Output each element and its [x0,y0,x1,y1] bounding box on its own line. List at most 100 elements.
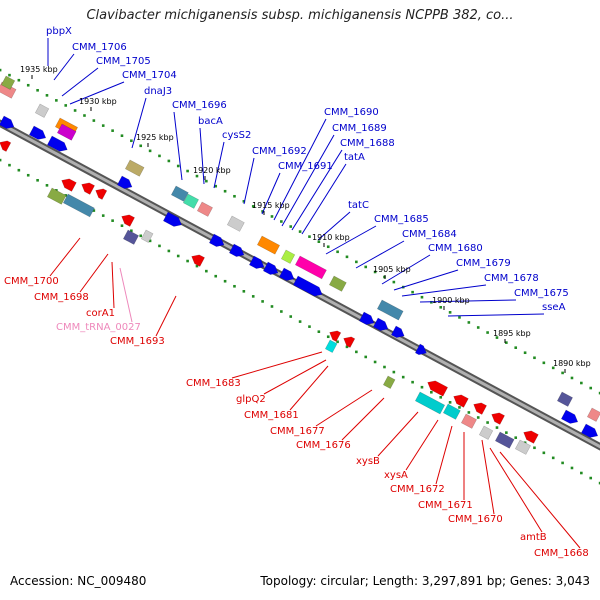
map-title: Clavibacter michiganensis subsp. michiga… [86,8,514,23]
forward-cog-box [0,75,16,90]
feature-box [328,275,347,292]
scale-tick-label: 1920 kbp [193,166,231,175]
forward-leader-line [173,111,183,181]
feature-arrow [523,430,539,444]
forward-cds-arrow [248,255,265,269]
feature-box [62,193,95,218]
scale-tick-label: 1905 kbp [373,265,411,274]
upper-scale-dot [111,129,114,132]
feature-box [460,413,477,429]
forward-cds-arrow [560,409,579,424]
upper-scale-dot [289,225,293,228]
reverse-gene-label: CMM_1681 [244,410,299,421]
forward-cog-box [196,201,213,217]
forward-cds-arrow [278,267,295,281]
reverse-cog-box [140,229,154,243]
reverse-cog-box [514,439,531,455]
feature-arrow [0,115,15,129]
feature-box [294,255,327,280]
upper-scale-dot [214,184,218,188]
lower-scale-dot [111,219,114,222]
upper-scale-dot [326,245,330,249]
upper-scale-dot [533,356,536,360]
forward-gene-label: tatC [348,200,369,211]
lower-scale-dot [251,295,255,298]
feature-arrow [46,135,68,152]
lower-scale-dot [345,345,349,349]
reverse-gene-label: xysA [384,470,408,481]
feature-arrow [95,188,108,200]
lower-scale-dot [176,254,180,258]
forward-cog-box [256,235,280,255]
forward-cds-arrow [292,275,323,297]
topology-info-text: Topology: circular; Length: 3,297,891 bp… [260,574,590,588]
reverse-cog-box [478,425,494,440]
forward-cog-box [124,159,145,177]
forward-gene-label: CMM_1692 [252,146,307,157]
label-leader-lines [47,38,581,549]
forward-cog-box [226,215,245,232]
upper-scale-dot [486,331,489,334]
reverse-cog-box [62,193,95,218]
upper-scale-dot [233,194,236,198]
forward-cog-box [280,249,296,264]
feature-box [140,229,154,243]
forward-leader-line [401,284,487,297]
feature-arrow [28,125,47,140]
reverse-leader-line [499,451,581,549]
reverse-cog-box [494,431,515,449]
lower-scale-dot [308,325,311,328]
feature-arrow [358,311,375,325]
upper-scale-dot [55,99,58,102]
feature-box [46,187,67,205]
reverse-leader-line [405,419,439,471]
feature-arrow [414,343,427,355]
upper-scale-dot [130,139,133,143]
lower-scale-dot [139,234,143,238]
feature-arrow [329,330,342,342]
reverse-cog-box [442,403,461,420]
forward-gene-label: CMM_1688 [340,138,395,149]
upper-scale-dot [392,280,396,284]
feature-arrow [278,267,295,281]
lower-scale-dot [476,416,480,419]
feature-arrow [473,402,487,415]
lower-scale-dot [411,380,414,384]
upper-scale-dot [364,265,368,269]
forward-leader-line [447,313,545,317]
feature-arrow [248,255,265,269]
upper-scale-dot [242,200,246,203]
upper-scale-dot [8,73,11,77]
lower-scale-dot [317,330,321,333]
upper-scale-dot [355,260,358,264]
upper-scale-dot [195,174,199,178]
forward-cog-box [170,185,189,202]
reverse-cog-box [382,375,396,389]
forward-gene-label: pbpX [46,26,72,37]
scale-tick-label: 1910 kbp [312,233,350,242]
feature-arrow [61,178,77,192]
lower-scale-dot [270,305,274,308]
feature-arrow [560,409,579,424]
feature-arrow [262,261,279,275]
forward-leader-line [261,172,281,215]
lower-scale-dot [8,163,11,167]
lower-scale-dot [326,335,330,339]
feature-box [414,391,446,415]
reverse-gene-label: corA1 [86,308,115,319]
lower-scale-dot [486,421,489,424]
lower-scale-dot [420,385,424,389]
lower-scale-dot [92,209,96,212]
scale-tick-label: 1900 kbp [432,296,470,305]
feature-tracks [0,75,600,455]
upper-scale-dot [476,326,480,329]
reverse-gene-label: glpQ2 [236,394,266,405]
forward-gene-label: CMM_1691 [278,161,333,172]
lower-scale-dot [233,284,236,288]
feature-box [122,229,139,245]
reverse-cds-arrow [329,330,342,342]
reverse-gene-label: CMM_1676 [296,440,351,451]
reverse-gene-label: CMM_1672 [390,484,445,495]
reverse-gene-label: CMM_1700 [4,276,59,287]
lower-scale-dot [205,269,208,273]
